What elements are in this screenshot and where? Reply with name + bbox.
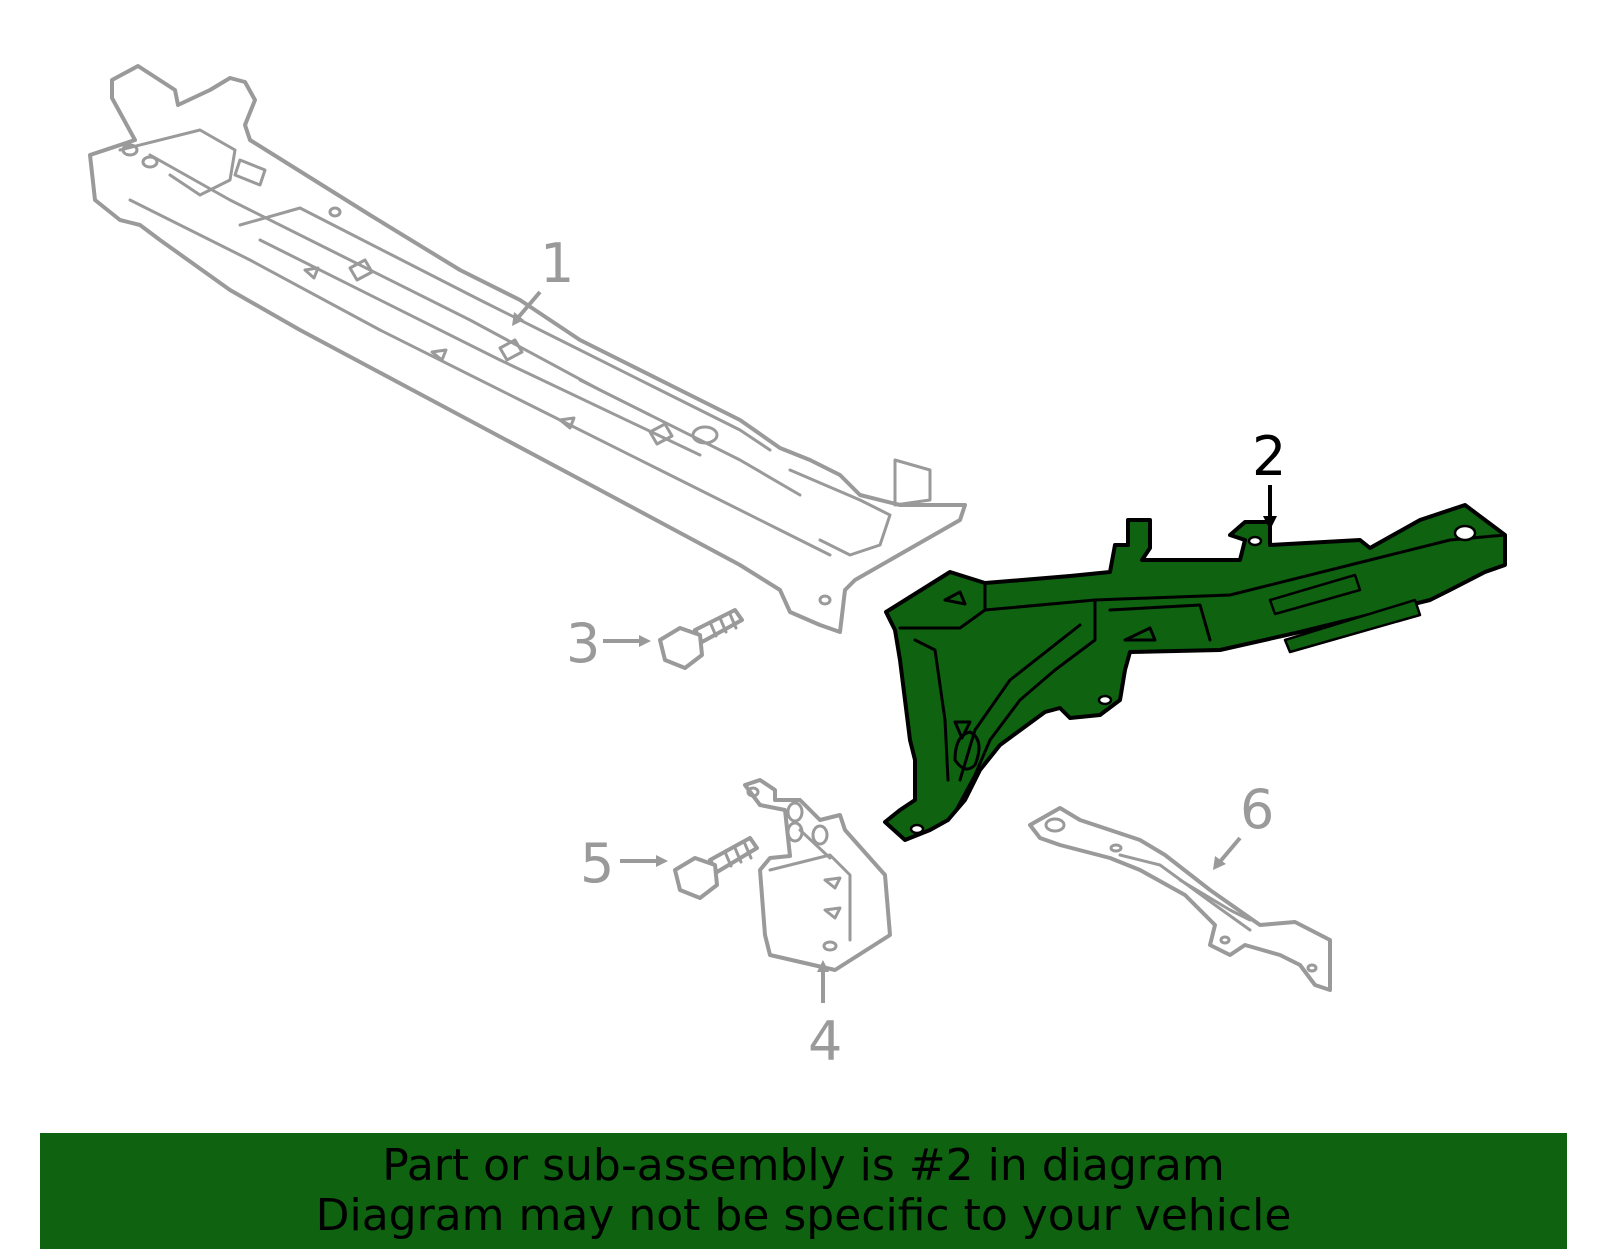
callout-4: 4 [808, 1010, 842, 1073]
callout-3: 3 [566, 612, 600, 675]
part-6-brace [1028, 806, 1332, 992]
callout-1: 1 [540, 232, 574, 295]
part-2-side-member [883, 503, 1507, 842]
part-3-bolt [658, 608, 744, 670]
info-banner: Part or sub-assembly is #2 in diagram Di… [40, 1133, 1567, 1249]
callout-arrows [512, 290, 1277, 1003]
callout-2: 2 [1252, 425, 1286, 488]
banner-line-2: Diagram may not be specific to your vehi… [315, 1190, 1292, 1241]
banner-line-1: Part or sub-assembly is #2 in diagram [382, 1140, 1225, 1191]
part-5-bolt [673, 836, 759, 900]
part-1-crossmember [88, 64, 967, 634]
callout-6: 6 [1240, 778, 1274, 841]
callout-5: 5 [580, 832, 614, 895]
part-4-bracket [743, 778, 892, 972]
